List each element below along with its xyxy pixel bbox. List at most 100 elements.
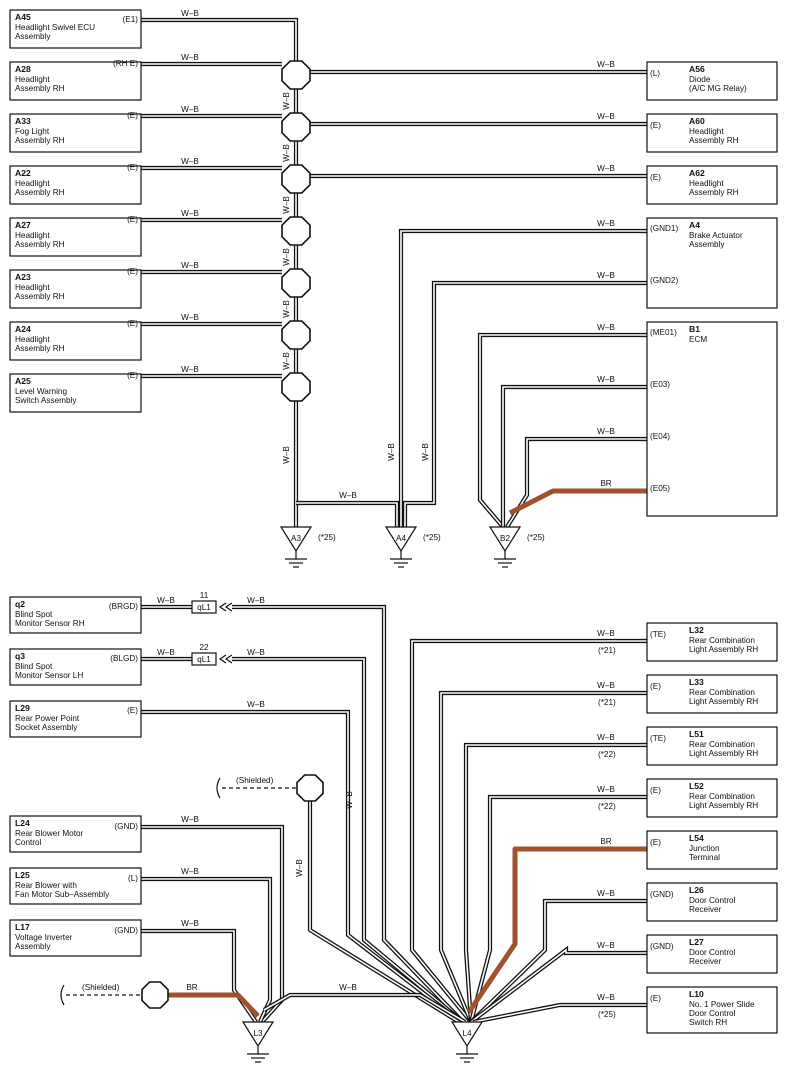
wire-label-q2-right: W–B [247, 596, 265, 605]
connector-a22-name-1: Assembly RH [15, 188, 65, 197]
note-l32: (*21) [598, 646, 616, 655]
connector-l24-name-0: Rear Blower Motor [15, 829, 84, 838]
connector-a22-name-0: Headlight [15, 179, 50, 188]
connector-a56-name-1: (A/C MG Relay) [689, 84, 747, 93]
connector-l51-name-0: Rear Combination [689, 740, 755, 749]
connector-l32-name-0: Rear Combination [689, 636, 755, 645]
connector-a27-id: A27 [15, 220, 31, 230]
connector-a22-id: A22 [15, 168, 31, 178]
ground-l4-symbol [450, 1021, 484, 1048]
connector-a25-id: A25 [15, 376, 31, 386]
wire-l10 [472, 1002, 647, 1025]
connector-b1-pin-3: (E05) [650, 484, 670, 493]
connector-a56 [646, 61, 778, 101]
connector-l54-name-1: Terminal [689, 853, 720, 862]
wire-label-l25: W–B [181, 867, 199, 876]
wire-label-a3-join: W–B [339, 491, 357, 500]
wire-label-A56: W–B [597, 60, 615, 69]
connector-a28-name-0: Headlight [15, 75, 50, 84]
connector-l32-id: L32 [689, 625, 704, 635]
wire-label-A62: W–B [597, 164, 615, 173]
wire-label-A22: W–B [181, 157, 199, 166]
connector-l54-pin-0: (E) [650, 838, 661, 847]
connector-l10-name-2: Switch RH [689, 1018, 727, 1027]
wire-l32-core [411, 640, 647, 1023]
wire-a3-join [296, 500, 400, 527]
connector-q2-name-0: Blind Spot [15, 610, 53, 619]
splice-6 [281, 320, 311, 350]
connector-l24-name-1: Control [15, 838, 42, 847]
connector-a24-name-1: Assembly RH [15, 344, 65, 353]
connector-l52-name-1: Light Assembly RH [689, 801, 758, 810]
wire-label-A33: W–B [181, 105, 199, 114]
connector-l26 [646, 882, 778, 922]
connector-l32-name-1: Light Assembly RH [689, 645, 758, 654]
wire-label-b1-e03: W–B [597, 375, 615, 384]
wire-q2-right-core [232, 606, 464, 1023]
connector-a62-pin-0: (E) [650, 173, 661, 182]
wire-label-l29: W–B [247, 700, 265, 709]
ground-a4-label: A4 [396, 534, 406, 543]
connector-a4-pin-1: (GND2) [650, 276, 678, 285]
connector-a60 [646, 113, 778, 153]
wire-a4-gnd1-core [400, 230, 647, 527]
connector-l26-pin-0: (GND) [650, 890, 674, 899]
connector-l54 [646, 830, 778, 870]
connector-a23 [9, 269, 142, 309]
connector-b1 [646, 321, 778, 517]
connector-l27-id: L27 [689, 937, 704, 947]
wire-label-a4-gnd1: W–B [597, 219, 615, 228]
connector-l51-name-1: Light Assembly RH [689, 749, 758, 758]
connector-l33-name-1: Light Assembly RH [689, 697, 758, 706]
connector-a23-pin-0: (E) [127, 267, 138, 276]
ground-l3-symbol [241, 1021, 275, 1048]
connector-l52-name-0: Rear Combination [689, 792, 755, 801]
wire-label-A24: W–B [181, 313, 199, 322]
connector-a60-id: A60 [689, 116, 705, 126]
wire-label-b1-e05: BR [600, 479, 611, 488]
connector-a45-pin-0: (E1) [123, 15, 139, 24]
connector-a33 [9, 113, 142, 153]
connector-l52-id: L52 [689, 781, 704, 791]
connector-l29 [9, 700, 142, 738]
connector-a4-name-1: Assembly [689, 240, 725, 249]
splice-5 [281, 268, 311, 298]
connector-l27 [646, 934, 778, 974]
connector-a25-name-1: Switch Assembly [15, 396, 77, 405]
connector-a45-name-1: Assembly [15, 32, 51, 41]
connector-l10-name-1: Door Control [689, 1009, 736, 1018]
connector-a45-id: A45 [15, 12, 31, 22]
ground-b2-note: (*25) [527, 533, 545, 542]
shield-splice-2 [141, 981, 169, 1009]
connector-a25-pin-0: (E) [127, 371, 138, 380]
connector-a24-id: A24 [15, 324, 31, 334]
connector-l17-name-0: Voltage Inverter [15, 933, 73, 942]
connector-a60-pin-0: (E) [650, 121, 661, 130]
connector-l25 [9, 867, 142, 905]
connector-a33-id: A33 [15, 116, 31, 126]
wire-label-a4-v1: W–B [387, 443, 396, 461]
connector-a33-name-1: Assembly RH [15, 136, 65, 145]
connector-a45-name-0: Headlight Swivel ECU [15, 23, 95, 32]
wire-label-A23: W–B [181, 261, 199, 270]
connector-b1-id: B1 [689, 324, 700, 334]
connector-q3 [9, 648, 142, 686]
connector-a4-pin-0: (GND1) [650, 224, 678, 233]
connector-l52-pin-0: (E) [650, 786, 661, 795]
wire-label-l32: W–B [597, 629, 615, 638]
connector-l33 [646, 674, 778, 714]
connector-a24 [9, 321, 142, 361]
wire-l33 [438, 690, 647, 1023]
connector-b1-pin-1: (E03) [650, 380, 670, 389]
wire-label-l51: W–B [597, 733, 615, 742]
ground-b2-label: B2 [500, 534, 510, 543]
connector-a23-id: A23 [15, 272, 31, 282]
wire-label-A45: W–B [181, 9, 199, 18]
wire-b1-e03-core [502, 386, 647, 527]
connector-l25-name-1: Fan Motor Sub–Assembly [15, 890, 110, 899]
connector-a28-name-1: Assembly RH [15, 84, 65, 93]
connector-q3-name-1: Monitor Sensor LH [15, 671, 83, 680]
connector-l25-id: L25 [15, 870, 30, 880]
wire-label-A28: W–B [181, 53, 199, 62]
wire-label-l29-v: W–B [345, 791, 354, 809]
